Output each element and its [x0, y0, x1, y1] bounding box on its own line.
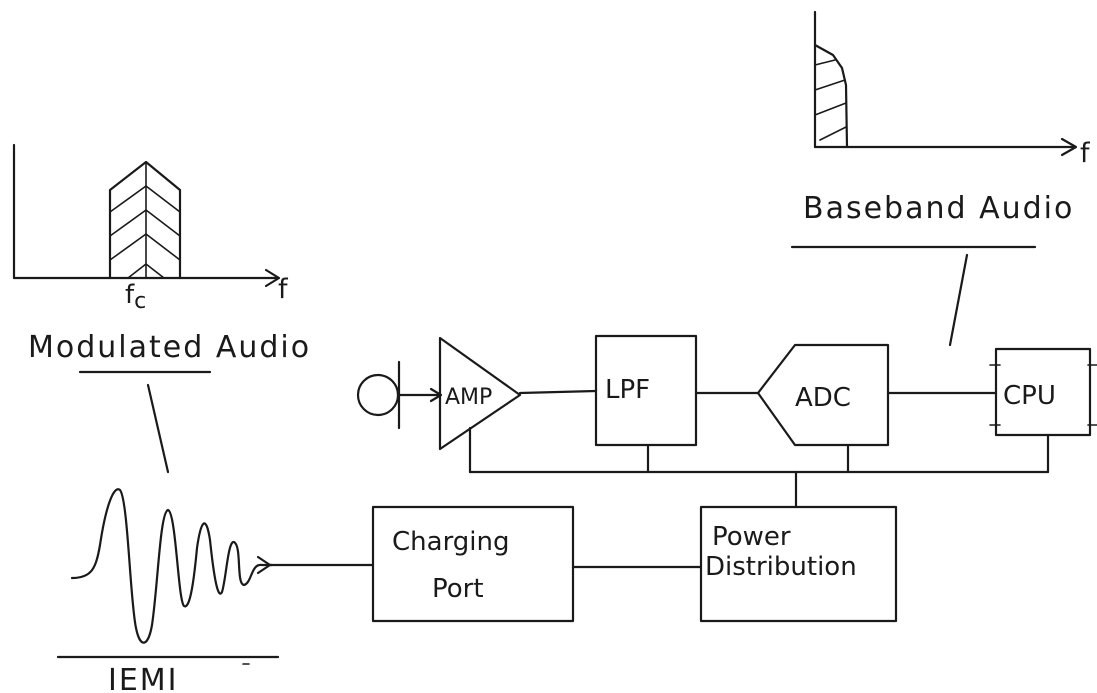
power-distribution-box	[699, 505, 898, 623]
charging-port-label-line2: Port	[432, 574, 484, 604]
amp-to-lpf-wire	[518, 389, 598, 395]
adc-shape	[756, 343, 890, 447]
iemi-label: IEMI	[108, 663, 179, 693]
modulated-spectrum-plot: fc f	[12, 143, 289, 314]
baseband-f-axis-label: f	[1080, 138, 1091, 169]
cpu-box	[994, 347, 1092, 437]
cpu-pin-marks	[989, 364, 1097, 426]
cpu-label: CPU	[1003, 381, 1056, 411]
charging-port-label-line1: Charging	[392, 527, 510, 557]
baseband-leader-line	[948, 253, 969, 347]
iemi-wave-path	[70, 488, 274, 644]
amp-triangle	[438, 336, 522, 451]
baseband-x-arrow	[1060, 137, 1078, 157]
lpf-block: LPF	[594, 334, 698, 447]
microphone-circle-icon	[356, 373, 400, 417]
iemi-waveform	[70, 488, 274, 644]
charging-port-box	[371, 505, 575, 623]
cpu-block: CPU	[989, 347, 1097, 437]
modulated-band-shape	[108, 160, 182, 280]
lpf-label: LPF	[605, 375, 650, 405]
modulated-f-axis-label: f	[278, 274, 289, 305]
baseband-hatching	[814, 59, 847, 141]
lpf-box	[594, 334, 698, 447]
baseband-spectrum-plot: f	[813, 10, 1091, 169]
fc-label: fc	[125, 280, 146, 314]
microphone-symbol	[356, 360, 401, 430]
charging-port-block: Charging Port	[371, 505, 575, 623]
adc-label: ADC	[795, 383, 851, 413]
power-distribution-label-line1: Power	[712, 522, 791, 552]
amp-block: AMP	[438, 336, 522, 451]
modulated-leader-line	[146, 383, 170, 474]
power-distribution-block: Power Distribution	[699, 505, 898, 623]
modulated-chevron-hatching	[109, 185, 181, 279]
baseband-audio-label: Baseband Audio	[803, 191, 1074, 226]
adc-block: ADC	[756, 343, 890, 447]
power-bus	[468, 426, 1050, 509]
amp-label: AMP	[445, 385, 492, 410]
power-distribution-label-line2: Distribution	[705, 552, 857, 582]
modulated-audio-label: Modulated Audio	[28, 330, 311, 365]
modulated-x-arrow	[264, 268, 281, 288]
baseband-band-shape	[813, 43, 849, 149]
